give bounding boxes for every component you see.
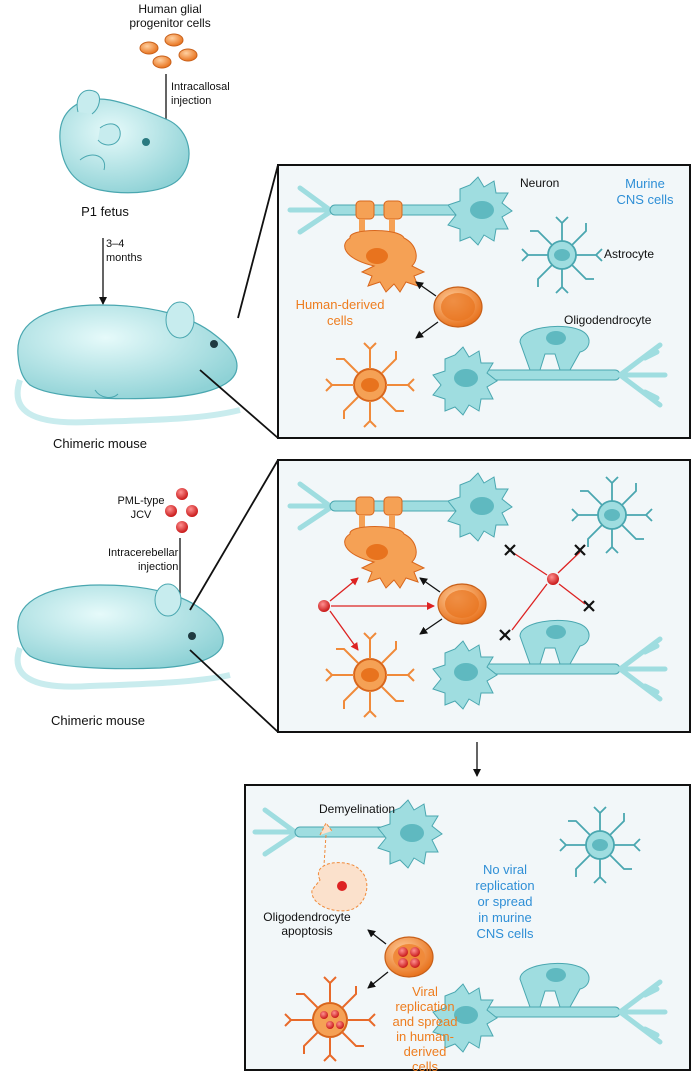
infected-astrocyte — [284, 976, 376, 1062]
oligodendrocyte-label: Oligodendrocyte — [564, 313, 652, 327]
blocked-arrow-oligo-lower — [511, 583, 548, 631]
murine-cns-label: Murine CNS cells — [616, 176, 674, 207]
demyelination-label: Demyelination — [319, 802, 396, 816]
blocked-arrow-neuron — [511, 551, 548, 576]
differentiation-arrow-up — [415, 281, 437, 297]
apoptotic-oligodendrocyte — [311, 822, 368, 912]
apoptosis-arrow — [367, 929, 387, 945]
blocked-arrow-oligo — [558, 583, 586, 605]
astrocyte-bottom — [559, 806, 641, 884]
infected-progenitor — [384, 936, 434, 978]
astrocyte-label: Astrocyte — [604, 247, 655, 261]
apoptosis-label: Oligodendrocyte apoptosis — [263, 910, 351, 938]
human-derived-label: Human-derived cells — [295, 297, 385, 328]
human-oligodendrocyte-top — [344, 219, 426, 293]
zoom-line-mid-a — [189, 459, 279, 611]
jcv-label: PML-type JCV — [117, 495, 165, 521]
intracallosal-label: Intracallosal injection — [171, 81, 230, 107]
virus-particle-right — [547, 573, 559, 585]
human-progenitor-mid — [437, 583, 487, 625]
human-astrocyte-mid — [325, 632, 415, 718]
neuron-label: Neuron — [520, 176, 560, 190]
differentiation-arrow-down-mid — [419, 618, 443, 635]
virus-particle-left — [318, 600, 330, 612]
chimeric-mouse-bottom-label: Chimeric mouse — [51, 713, 145, 728]
p1-fetus-label: P1 fetus — [81, 204, 129, 219]
human-progenitor-top — [433, 286, 483, 328]
intracerebellar-label: Intracerebellar injection — [108, 547, 179, 573]
months-label: 3–4 months — [106, 238, 143, 264]
oligodendrocyte-bottom — [432, 962, 668, 1053]
neuron-mid — [287, 472, 513, 542]
human-oligodendrocyte-mid — [344, 515, 426, 589]
viral-replication-label: Viral replication and spread in human- d… — [392, 984, 458, 1074]
jcv-particles — [165, 488, 198, 533]
differentiation-arrow-up-mid — [419, 577, 441, 593]
oligodendrocyte-top — [432, 325, 668, 416]
differentiation-arrow-down — [415, 321, 439, 339]
mouse-top-illustration — [14, 301, 241, 426]
progenitor-label: Human glial progenitor cells — [129, 2, 211, 30]
zoom-line-top-a — [237, 164, 279, 319]
no-viral-replication-label: No viral replication or spread in murine… — [475, 862, 535, 941]
block-marks — [499, 544, 595, 641]
blocked-arrow-astrocyte — [557, 551, 581, 574]
progenitor-cells — [139, 33, 198, 69]
astrocyte-mid — [571, 476, 653, 554]
infection-arrow-to-oligo — [329, 577, 359, 602]
astrocyte-top — [521, 216, 603, 294]
zoom-line-mid-b — [189, 649, 279, 733]
spread-arrow — [367, 971, 389, 989]
mouse-bottom-illustration — [14, 583, 231, 690]
chimeric-mouse-top-label: Chimeric mouse — [53, 436, 147, 451]
neuron-top — [287, 176, 513, 246]
oligodendrocyte-mid — [432, 619, 668, 710]
zoom-line-top-b — [199, 369, 279, 439]
infection-arrow-to-astro — [329, 610, 359, 651]
human-astrocyte-top — [325, 342, 415, 428]
fetus-illustration — [59, 89, 190, 194]
